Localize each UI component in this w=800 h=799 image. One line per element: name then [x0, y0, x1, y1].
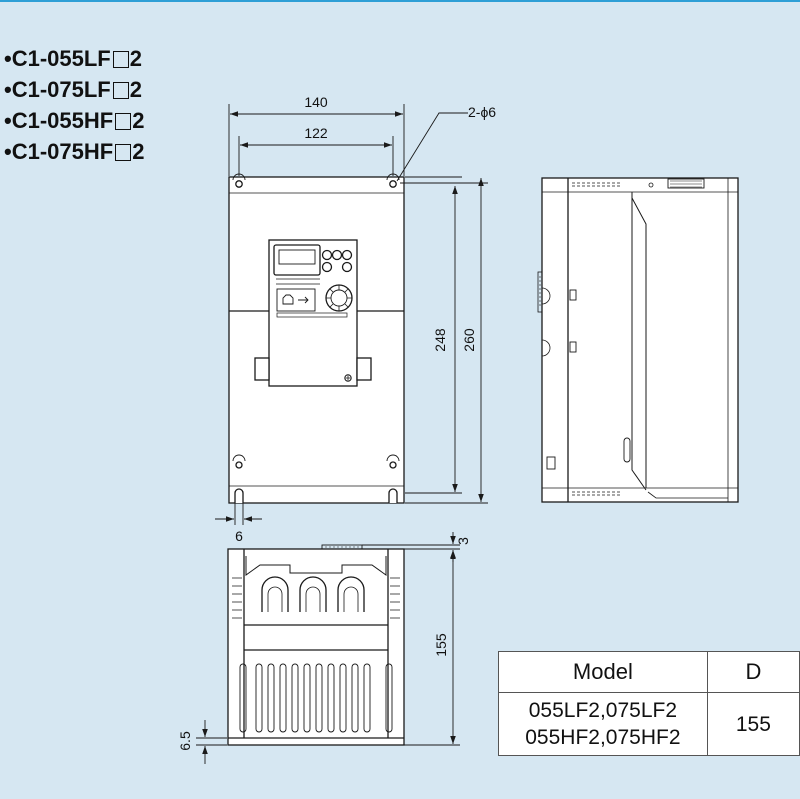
bottom-dimension-labels: 3 155 6.5: [177, 537, 471, 751]
display-window: [273, 244, 321, 276]
dim-width-holes: 122: [304, 125, 328, 141]
side-body: [541, 177, 739, 503]
placeholder-box-icon: [115, 144, 132, 161]
dim-height-holes: 248: [432, 328, 448, 352]
mounting-slot-icon: [232, 454, 246, 503]
table-row: 055LF2,075LF2 055HF2,075HF2 155: [498, 692, 800, 756]
bottom-dimensions: [196, 532, 460, 764]
side-view: [537, 177, 739, 503]
vent-fins: [239, 663, 393, 733]
bottom-view: [227, 544, 405, 746]
placeholder-box-icon: [112, 82, 129, 99]
mounting-slot-icon: [386, 454, 400, 503]
key-button-icon: [331, 249, 343, 261]
dim-foot-height: 6.5: [177, 731, 193, 751]
dim-hole-spec: 2-ϕ6: [468, 104, 496, 120]
dim-top-offset: 3: [455, 537, 471, 545]
model-depth-table: Model D 055LF2,075LF2 055HF2,075HF2 155: [498, 651, 800, 756]
terminal-cover-icon: [337, 576, 365, 612]
key-button-icon: [321, 261, 333, 273]
side-slot-icon: [623, 437, 631, 463]
rj45-port-icon: [282, 294, 294, 305]
top-connector: [667, 178, 705, 189]
table-cell-models: 055LF2,075LF2 055HF2,075HF2: [498, 692, 708, 756]
terminal-cover-icon: [299, 576, 327, 612]
screw-icon: [344, 374, 352, 382]
dim-depth: 155: [433, 633, 449, 657]
placeholder-box-icon: [112, 51, 129, 68]
front-dimensions: [215, 104, 488, 525]
table-header-model: Model: [498, 651, 708, 693]
mounting-hole-icon: [232, 173, 246, 188]
front-view: [228, 173, 405, 504]
top-accent-line: [0, 0, 800, 2]
hole-leader-line: [396, 112, 468, 182]
dim-height-outer: 260: [461, 328, 477, 352]
table-header-row: Model D: [498, 651, 800, 693]
dim-width-outer: 140: [304, 94, 328, 110]
terminal-cover-icon: [261, 576, 289, 612]
placeholder-box-icon: [115, 113, 132, 130]
key-button-icon: [321, 249, 333, 261]
key-button-icon: [341, 249, 353, 261]
table-cell-d: 155: [706, 692, 800, 756]
key-button-icon: [341, 261, 353, 273]
usb-port-icon: [298, 296, 309, 304]
table-header-d: D: [706, 651, 800, 693]
front-dimension-labels: 140 122 2-ϕ6 248 260 6: [235, 94, 496, 544]
dim-slot-width: 6: [235, 528, 243, 544]
